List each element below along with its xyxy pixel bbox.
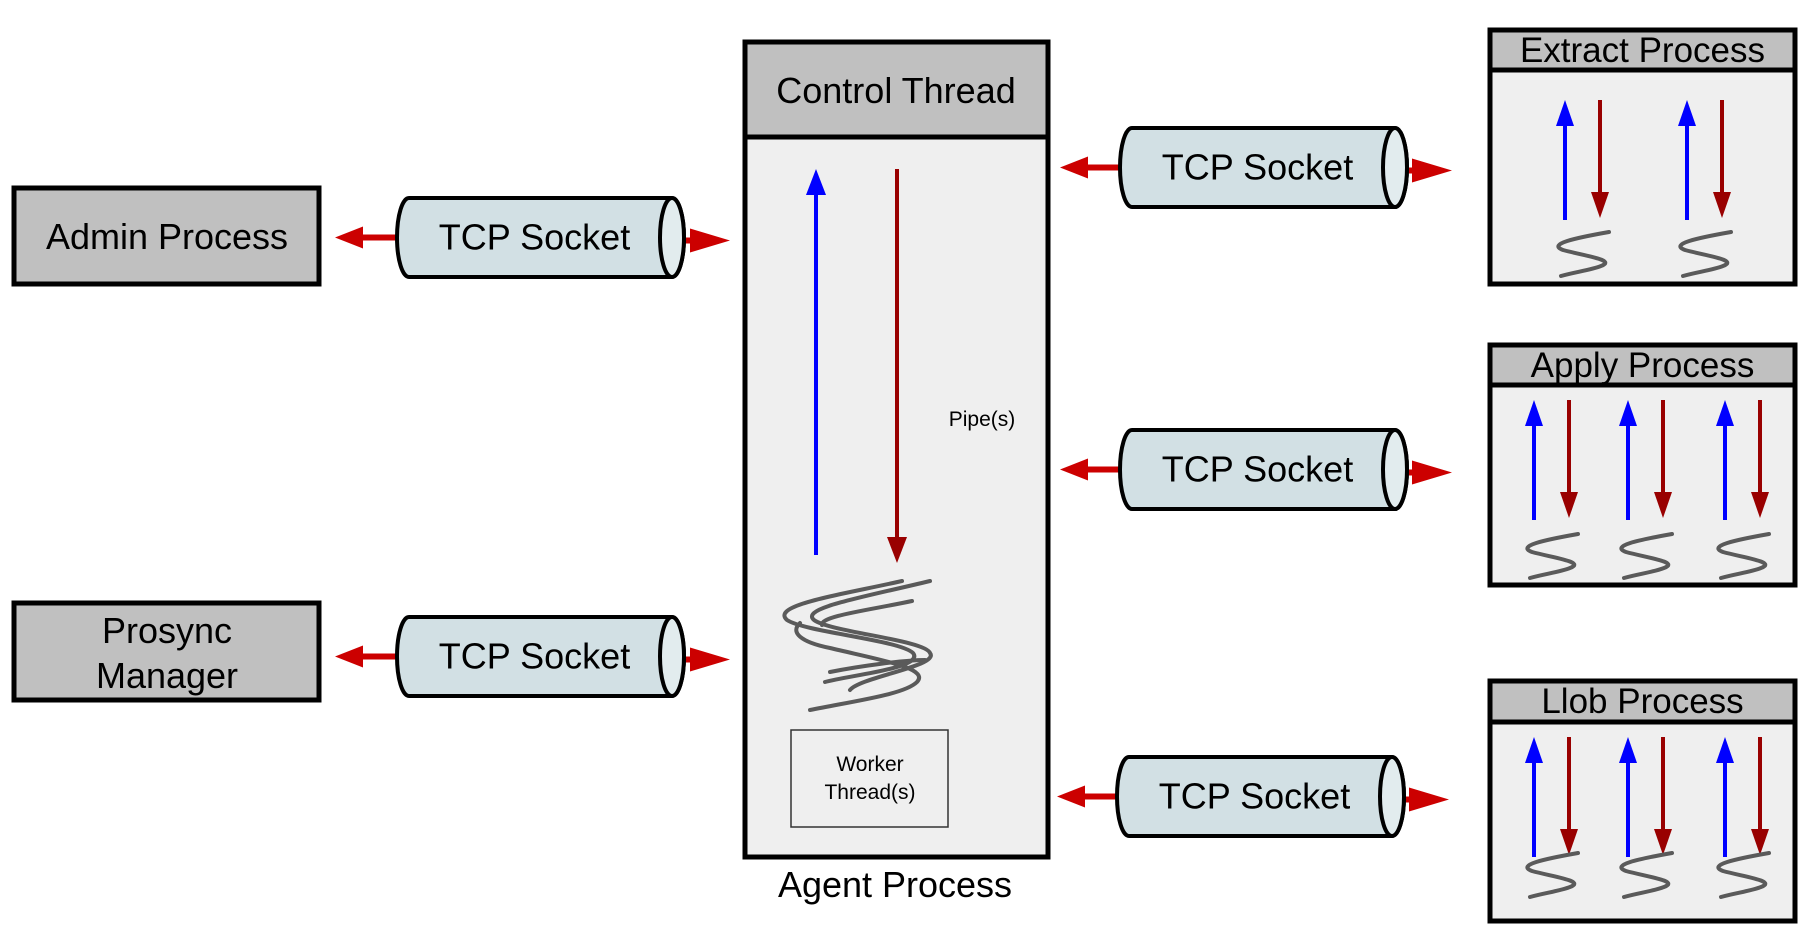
thread-squiggle-icon	[1619, 851, 1674, 899]
down-arrowhead-icon	[1591, 192, 1609, 218]
down-arrowhead-icon	[1654, 829, 1672, 855]
admin-process-label: Admin Process	[46, 216, 288, 257]
llob-process: Llob Process	[1487, 678, 1798, 924]
thread-squiggle-icon	[1716, 851, 1771, 899]
socket-label: TCP Socket	[439, 217, 630, 258]
arrow-left-icon	[335, 226, 363, 249]
socket-cylinder-end	[658, 196, 686, 279]
thread-squiggle-icon	[1619, 532, 1674, 580]
agent-process-caption: Agent Process	[778, 864, 1012, 905]
socket-llob: TCP Socket	[1057, 755, 1449, 838]
arrow-right-icon	[690, 228, 730, 253]
admin-process: Admin Process	[11, 185, 322, 287]
socket-label: TCP Socket	[1159, 776, 1350, 817]
socket-cylinder-end	[1381, 428, 1409, 511]
socket-prosync: TCP Socket	[335, 615, 730, 698]
arrow-right-icon	[1409, 787, 1449, 812]
arrow-right-icon	[690, 647, 730, 672]
socket-admin: TCP Socket	[335, 196, 730, 279]
thread-squiggle-icon	[1678, 230, 1733, 278]
up-arrowhead-icon	[1619, 737, 1637, 763]
worker-threads-label-line2: Thread(s)	[824, 781, 915, 804]
up-arrowhead-icon	[1525, 737, 1543, 763]
down-arrowhead-icon	[1560, 492, 1578, 518]
arrow-right-icon	[1412, 158, 1452, 183]
process-header	[1487, 342, 1798, 388]
down-arrowhead-icon	[1751, 492, 1769, 518]
socket-label: TCP Socket	[1162, 147, 1353, 188]
down-arrowhead-icon	[1654, 492, 1672, 518]
agent-process: Control Thread Pipe(s) Worker Thread(s) …	[742, 39, 1051, 905]
up-arrowhead-icon	[1716, 737, 1734, 763]
apply-process: Apply Process	[1487, 342, 1798, 588]
up-arrowhead-icon	[1716, 400, 1734, 426]
arrow-right-icon	[1412, 460, 1452, 485]
arrow-left-icon	[1057, 785, 1085, 808]
pipes-label: Pipe(s)	[949, 408, 1016, 431]
thread-squiggle-icon	[1525, 851, 1580, 899]
thread	[1619, 400, 1674, 580]
process-title: Llob Process	[1541, 682, 1743, 721]
socket-label: TCP Socket	[439, 636, 630, 677]
up-arrowhead-icon	[1678, 100, 1696, 126]
arrow-left-icon	[1060, 458, 1088, 481]
worker-threads-box	[790, 729, 949, 828]
extract-process: Extract Process	[1487, 27, 1798, 287]
socket-label: TCP Socket	[1162, 449, 1353, 490]
down-arrowhead-icon	[1751, 829, 1769, 855]
process-header	[1487, 27, 1798, 73]
prosync-manager: Prosync Manager	[11, 600, 322, 703]
prosync-manager-label-line2: Manager	[96, 655, 238, 696]
thread-squiggle-icon	[1556, 230, 1611, 278]
thread	[1556, 100, 1611, 278]
arrow-left-icon	[335, 645, 363, 668]
thread	[1716, 400, 1771, 580]
thread	[1525, 737, 1580, 899]
thread	[1619, 737, 1674, 899]
process-title: Extract Process	[1520, 31, 1765, 70]
up-arrowhead-icon	[1619, 400, 1637, 426]
socket-cylinder-end	[658, 615, 686, 698]
thread-squiggle-icon	[1716, 532, 1771, 580]
socket-cylinder-end	[1378, 755, 1406, 838]
up-arrowhead-icon	[1525, 400, 1543, 426]
process-header	[1487, 678, 1798, 725]
socket-extract: TCP Socket	[1060, 126, 1452, 209]
pipe-down-arrowhead	[887, 537, 907, 563]
thread	[1525, 400, 1580, 580]
thread-squiggle-icon	[1525, 532, 1580, 580]
thread	[1678, 100, 1733, 278]
up-arrowhead-icon	[1556, 100, 1574, 126]
thread	[1716, 737, 1771, 899]
socket-apply: TCP Socket	[1060, 428, 1452, 511]
prosync-manager-label-line1: Prosync	[102, 610, 232, 651]
pipe-up-arrowhead	[806, 169, 826, 195]
socket-cylinder-end	[1381, 126, 1409, 209]
worker-threads-squiggle-icon	[782, 579, 933, 712]
worker-threads-label-line1: Worker	[836, 753, 903, 776]
down-arrowhead-icon	[1713, 192, 1731, 218]
arrow-left-icon	[1060, 156, 1088, 179]
process-title: Apply Process	[1531, 346, 1755, 385]
down-arrowhead-icon	[1560, 829, 1578, 855]
control-thread-label: Control Thread	[776, 70, 1015, 111]
